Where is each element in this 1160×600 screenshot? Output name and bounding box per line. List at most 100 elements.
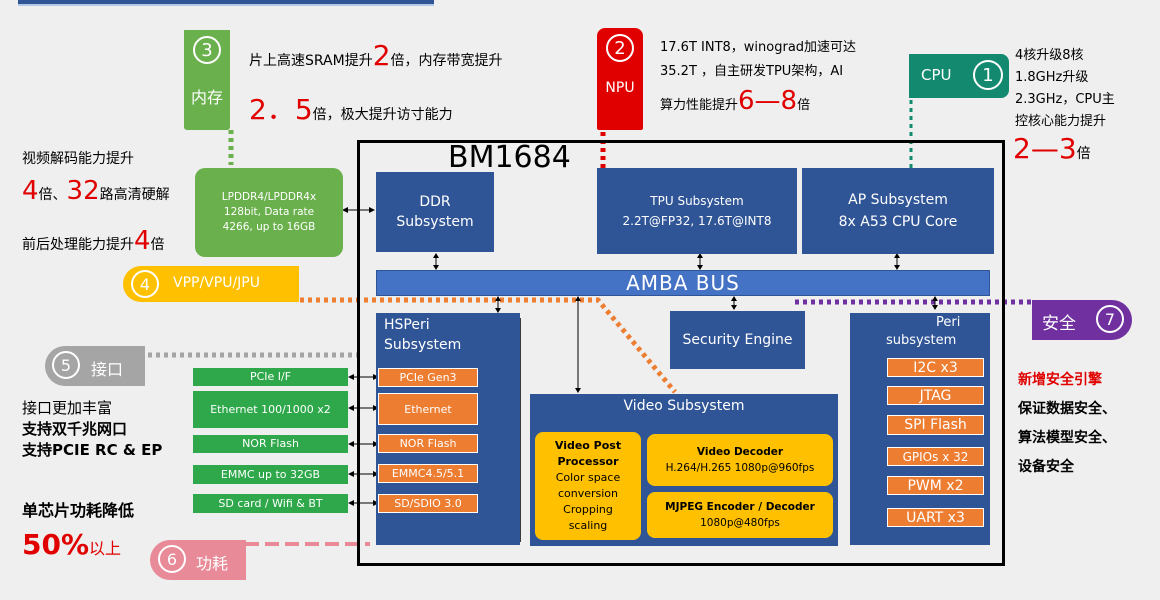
npu-badge: 2 NPU [597,28,643,130]
memory-number-circle: 3 [193,36,221,64]
cpu-line4: 控核心能力提升 [1015,114,1107,129]
memory-line2: 2．5倍，极大提升访寸能力 [249,88,453,128]
security-number-circle: 7 [1096,305,1124,333]
npu-number-circle: 2 [606,34,634,62]
ext-item: Ethernet 100/1000 x2 [193,391,348,428]
hsperi-title-line1: HSPeri [384,317,430,333]
memory-line1-prefix: 片上高速SRAM提升 [249,53,373,69]
npu-line3-suffix: 倍 [797,98,811,113]
peri-item: UART x3 [887,508,984,527]
cpu-line1: 4核升级8核 [1015,48,1084,63]
power-number: 6 [166,549,178,569]
cpu-line3: 2.3GHz，CPU主 [1015,92,1115,107]
security-number: 7 [1104,309,1116,329]
security-desc-3: 设备安全 [1018,459,1074,475]
vpp-number-circle: 4 [131,270,159,298]
hsperi-item: EMMC4.5/5.1 [378,464,478,483]
ap-subsystem-line2: 8x A53 CPU Core [838,214,958,230]
cpu-number-circle: 1 [973,60,1003,90]
power-badge: 6 功耗 [150,540,246,580]
interface-label: 接口 [91,360,124,379]
power-desc: 单芯片功耗降低 [22,501,135,520]
hsperi-title: HSPeri Subsystem [384,315,461,355]
lpddr-box: LPDDR4/LPDDR4x 128bit, Data rate 4266, u… [195,168,343,257]
cpu-label: CPU [921,66,952,84]
vpp-box-line4: scaling [568,519,608,532]
interface-desc-3: 支持PCIE RC & EP [22,441,163,459]
power-number-circle: 6 [158,545,186,573]
hsperi-title-line2: Subsystem [384,337,462,353]
peri-item: PWM x2 [887,476,984,495]
npu-line1: 17.6T INT8，winograd加速可达 [660,40,857,55]
npu-line3-num: 6—8 [738,86,798,116]
vpp-box-line2: conversion [557,487,619,500]
ap-subsystem: AP Subsystem 8x A53 CPU Core [802,168,994,254]
peri-item: GPIOs x 32 [887,447,984,466]
lpddr-line1: LPDDR4/LPDDR4x [221,190,317,203]
peri-item: SPI Flash [887,415,984,435]
video-left-line2: 4倍、32路高清硬解 [22,176,170,206]
interface-number: 5 [60,355,72,375]
interface-number-circle: 5 [52,351,80,379]
memory-line2-suffix: 倍，极大提升访寸能力 [312,107,453,123]
security-badge: 安全 7 [1032,300,1132,340]
hsperi-item: NOR Flash [378,434,478,453]
memory-line1-num: 2 [372,39,391,72]
npu-label: NPU [605,80,635,96]
interface-badge: 5 接口 [45,346,145,386]
video-left-num1: 4 [22,176,39,206]
video-left-tail: 路高清硬解 [99,187,170,203]
mjpeg-codec: MJPEG Encoder / Decoder 1080p@480fps [647,492,833,538]
npu-number: 2 [614,37,626,59]
ddr-subsystem: DDR Subsystem [376,172,494,252]
memory-line1-suffix: 倍，内存带宽提升 [390,53,503,69]
top-left-bar [18,0,434,6]
tpu-subsystem-line1: TPU Subsystem [650,194,744,208]
security-desc-red: 新增安全引擎 [1018,372,1102,388]
interface-desc-1: 接口更加丰富 [22,399,113,417]
tpu-subsystem: TPU Subsystem 2.2T@FP32, 17.6T@INT8 [597,168,797,254]
memory-label: 内存 [190,88,223,107]
cpu-big-num: 2—3 [1013,132,1077,165]
interface-desc-2: 支持双千兆网口 [22,420,128,438]
amba-bus: AMBA BUS [376,270,990,296]
video-left-mid: 倍、 [38,187,67,203]
chip-boundary [357,140,1005,566]
video-left-num2: 32 [66,176,100,206]
peri-item: I2C x3 [887,358,984,377]
video-decoder: Video Decoder H.264/H.265 1080p@960fps [647,434,833,486]
decoder-line2: H.264/H.265 1080p@960fps [665,462,815,474]
security-desc-1: 保证数据安全、 [1018,401,1116,417]
video-post-processor: Video Post Processor Color space convers… [535,432,641,540]
video-left-line3: 前后处理能力提升4倍 [22,226,165,256]
video-subsystem-title: Video Subsystem [623,398,745,414]
lpddr-line2: 128bit, Data rate [223,205,315,218]
cpu-big-suffix: 倍 [1076,146,1091,162]
chip-title: BM1684 [448,140,571,175]
ext-item: EMMC up to 32GB [193,465,348,484]
video-left-line1: 视频解码能力提升 [22,151,134,167]
video-left-line3-prefix: 前后处理能力提升 [22,237,134,253]
vpp-number: 4 [139,274,151,294]
vpp-box-line1: Color space [555,471,621,484]
vpp-badge: 4 VPP/VPU/JPU [123,266,299,302]
vpp-box-line3: Cropping [563,503,613,516]
npu-line2: 35.2T ，自主研发TPU架构，AI [660,64,844,79]
power-label: 功耗 [196,554,229,573]
cpu-big-line: 2—3倍 [1013,132,1091,165]
decoder-line1: Video Decoder [696,446,784,458]
cpu-number: 1 [982,64,994,86]
interface-desc: 接口更加丰富 支持双千兆网口 支持PCIE RC & EP [22,398,162,461]
ddr-subsystem-line1: DDR [419,194,451,210]
ext-item: SD card / Wifi & BT [193,494,348,513]
vpp-label: VPP/VPU/JPU [173,275,260,291]
ddr-subsystem-line2: Subsystem [396,214,474,230]
vpp-box-title: Video Post Processor [554,439,622,468]
security-label: 安全 [1042,314,1076,334]
peri-item: JTAG [887,386,984,405]
npu-line3: 算力性能提升6—8倍 [660,86,810,116]
hsperi-item: PCIe Gen3 [378,368,478,387]
tpu-subsystem-line2: 2.2T@FP32, 17.6T@INT8 [622,214,772,228]
security-desc: 新增安全引擎 保证数据安全、 算法模型安全、 设备安全 [1018,366,1116,482]
